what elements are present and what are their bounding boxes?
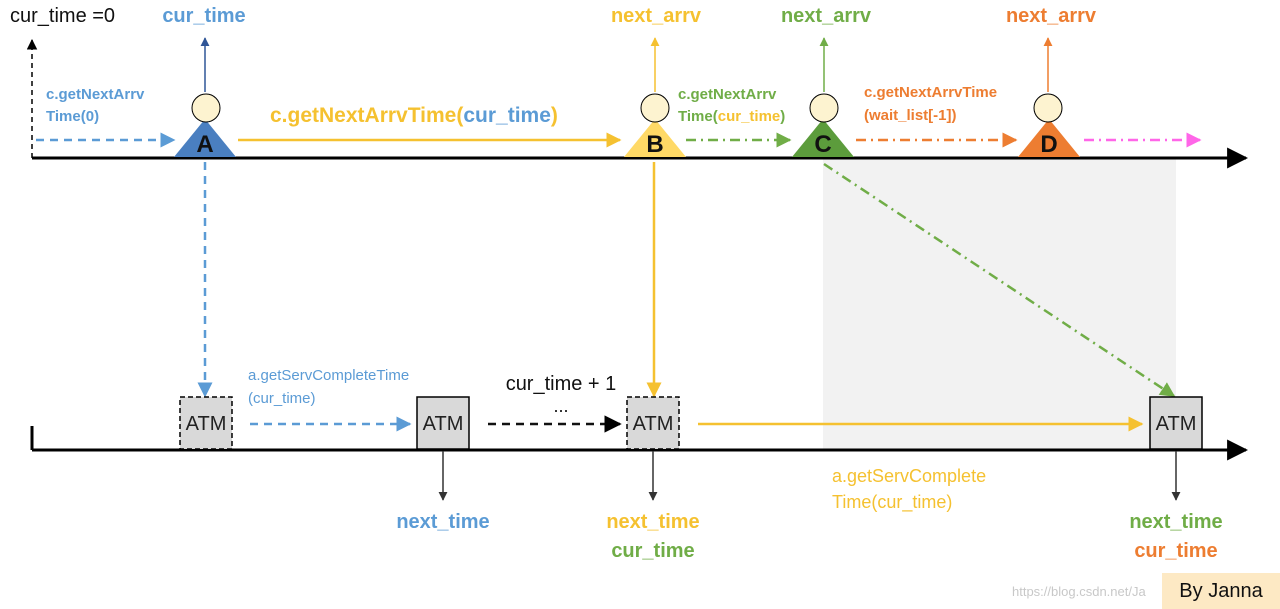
a-to-b-label: c.getNextArrvTime(cur_time) [270,104,558,127]
node-c: C [792,93,854,158]
c-to-d-label-line1: c.getNextArrvTime [864,84,997,101]
atm-box-2-label: ATM [423,413,464,435]
atm-box-2: ATM [416,396,470,450]
atm-box-4: ATM [1149,396,1203,450]
plus-one-label: cur_time + 1 [506,373,617,395]
to-a-label-line1: c.getNextArrv [46,86,145,103]
watermark-url: https://blog.csdn.net/Ja [1012,584,1146,599]
node-c-label: C [814,131,831,158]
a-to-b-label-part2: cur_time [463,104,551,127]
to-a-label-line2: Time(0) [46,108,99,125]
bottom-timeline [30,426,1249,461]
node-a: A [174,93,236,158]
serv1-label-line2: (cur_time) [248,390,316,407]
c-to-d-label-line2: (wait_list[-1]) [864,107,957,124]
cur-time-label-3: cur_time [1134,540,1217,562]
next-arrv-b-label: next_arrv [611,5,702,27]
cur-time-zero-label: cur_time =0 [10,5,115,27]
credit-badge: By Janna [1162,573,1280,609]
node-d: D [1018,93,1080,158]
next-time-label-1: next_time [396,511,489,533]
credit-text: By Janna [1179,579,1263,602]
next-arrv-d-label: next_arrv [1006,5,1097,27]
b-to-c-label-line2c: ) [780,108,785,125]
node-b: B [624,93,686,158]
ellipsis-label: ... [553,396,568,416]
next-arrv-c-label: next_arrv [781,5,872,27]
atm-box-3: ATM [626,396,680,450]
b-to-c-label-line2b: cur_time [718,108,781,125]
a-to-b-label-part1: c.getNextArrvTime( [270,104,463,127]
a-to-b-label-part3: ) [551,104,558,127]
b-to-c-label-line2: Time(cur_time) [678,108,785,125]
b-to-c-label-line2a: Time( [678,108,718,125]
node-d-label: D [1040,131,1057,158]
atm-box-1: ATM [179,396,233,450]
serv1-label-line1: a.getServCompleteTime [248,367,409,384]
next-time-label-2: next_time [606,511,699,533]
node-b-label: B [646,131,663,158]
cur-time-a-label: cur_time [162,5,245,27]
atm-box-1-label: ATM [186,413,227,435]
serv2-label-line1: a.getServComplete [832,466,986,486]
shaded-region [823,158,1176,450]
cur-time-label-2: cur_time [611,540,694,562]
next-time-label-3: next_time [1129,511,1222,533]
atm-box-4-label: ATM [1156,413,1197,435]
top-timeline [26,38,1249,169]
serv2-label-line2: Time(cur_time) [832,492,952,513]
edge-c-to-atm4 [823,162,1176,398]
node-a-label: A [196,131,213,158]
atm-box-3-label: ATM [633,413,674,435]
b-to-c-label-line1: c.getNextArrv [678,86,777,103]
